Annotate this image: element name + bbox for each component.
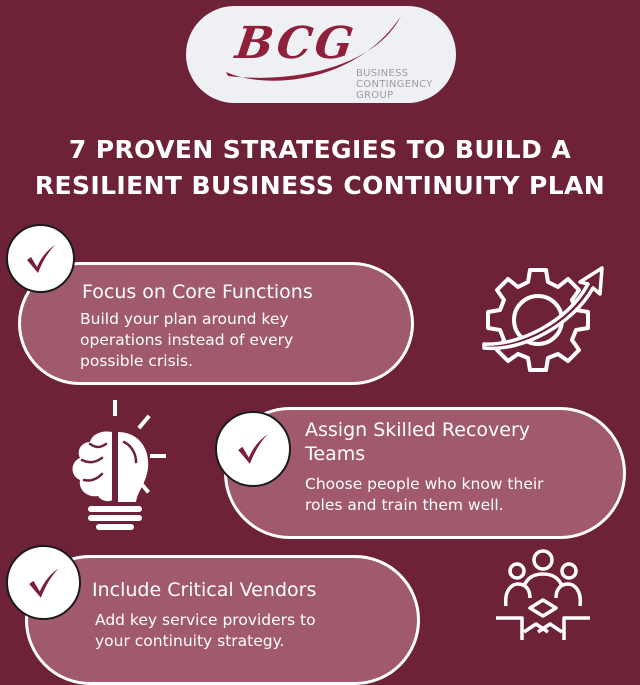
logo-line-3: GROUP bbox=[356, 90, 394, 101]
checkmark-icon bbox=[238, 434, 268, 464]
checkmark-badge-2 bbox=[215, 411, 291, 487]
desc-line: operations instead of every bbox=[80, 331, 294, 349]
desc-line: your continuity strategy. bbox=[95, 632, 285, 650]
logo-line-1: BUSINESS bbox=[356, 68, 409, 79]
strategy-card-2 bbox=[224, 407, 626, 539]
title-line: Assign Skilled Recovery bbox=[305, 419, 531, 441]
brain-lightbulb-icon bbox=[72, 400, 166, 530]
page-title: 7 PROVEN STRATEGIES TO BUILD A RESILIENT… bbox=[0, 132, 640, 204]
desc-line: Build your plan around key bbox=[80, 310, 289, 328]
strategy-card-1 bbox=[18, 262, 414, 385]
checkmark-badge-1 bbox=[6, 224, 75, 293]
desc-line: roles and train them well. bbox=[305, 496, 504, 514]
title-line-1: 7 PROVEN STRATEGIES TO BUILD A bbox=[68, 135, 572, 164]
strategy-1-description: Build your plan around key operations in… bbox=[80, 309, 293, 372]
title-line-2: RESILIENT BUSINESS CONTINUITY PLAN bbox=[34, 171, 606, 200]
gear-growth-arrow-icon bbox=[482, 266, 604, 372]
logo-line-2: CONTINGENCY bbox=[356, 79, 433, 90]
company-logo: BCG BUSINESS CONTINGENCY GROUP bbox=[186, 6, 456, 103]
desc-line: Add key service providers to bbox=[95, 611, 316, 629]
checkmark-icon bbox=[28, 567, 59, 598]
strategy-2-description: Choose people who know their roles and t… bbox=[305, 474, 544, 516]
title-line: Teams bbox=[305, 443, 366, 465]
desc-line: Choose people who know their bbox=[305, 475, 544, 493]
checkmark-badge-3 bbox=[6, 545, 81, 620]
checkmark-icon bbox=[26, 244, 55, 273]
desc-line: possible crisis. bbox=[80, 352, 193, 370]
strategy-2-title: Assign Skilled Recovery Teams bbox=[305, 418, 530, 466]
logo-wordmark: BUSINESS CONTINGENCY GROUP bbox=[356, 68, 433, 101]
strategy-1-title: Focus on Core Functions bbox=[82, 281, 313, 303]
logo-mark: BCG bbox=[232, 18, 360, 69]
team-collaboration-icon bbox=[496, 549, 590, 640]
strategy-3-title: Include Critical Vendors bbox=[92, 579, 317, 601]
strategy-3-description: Add key service providers to your contin… bbox=[95, 610, 316, 652]
